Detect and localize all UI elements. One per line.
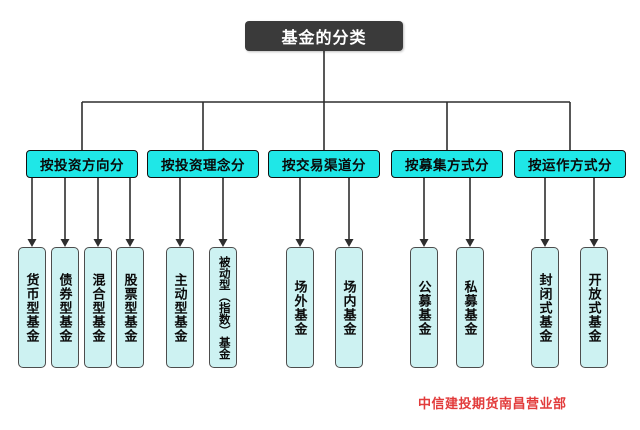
- leaf-label: 主动型基金: [172, 272, 188, 343]
- leaf-label: 混合型基金: [90, 272, 106, 343]
- leaf-node-bond-fund: 债券型基金: [51, 247, 79, 368]
- leaf-label: 被动型（指数）基金: [217, 255, 230, 360]
- leaf-node-exchange-fund: 场内基金: [335, 247, 363, 368]
- leaf-label: 场外基金: [292, 279, 308, 336]
- leaf-node-otc-fund: 场外基金: [286, 247, 314, 368]
- category-node-investment-philosophy: 按投资理念分: [147, 150, 259, 178]
- leaf-label: 私募基金: [462, 279, 478, 336]
- leaf-node-active-fund: 主动型基金: [166, 247, 194, 368]
- leaf-node-private-fund: 私募基金: [456, 247, 484, 368]
- leaf-label: 封闭式基金: [537, 272, 553, 343]
- root-node: 基金的分类: [245, 21, 403, 51]
- leaf-label: 开放式基金: [586, 272, 602, 343]
- leaf-node-passive-index-fund: 被动型（指数）基金: [209, 247, 237, 368]
- category-node-trading-channel: 按交易渠道分: [268, 150, 380, 178]
- leaf-node-public-fund: 公募基金: [410, 247, 438, 368]
- leaf-label: 公募基金: [416, 279, 432, 336]
- category-node-fundraising-method: 按募集方式分: [391, 150, 503, 178]
- leaf-label: 货币型基金: [24, 272, 40, 343]
- footer-watermark: 中信建投期货南昌营业部: [418, 396, 567, 411]
- leaf-node-closed-end-fund: 封闭式基金: [531, 247, 559, 368]
- leaf-node-stock-fund: 股票型基金: [116, 247, 144, 368]
- leaf-node-money-fund: 货币型基金: [18, 247, 46, 368]
- category-node-investment-direction: 按投资方向分: [26, 150, 138, 178]
- leaf-label: 场内基金: [341, 279, 357, 336]
- leaf-node-open-end-fund: 开放式基金: [580, 247, 608, 368]
- leaf-label: 股票型基金: [122, 272, 138, 343]
- category-node-operation-method: 按运作方式分: [514, 150, 626, 178]
- leaf-node-hybrid-fund: 混合型基金: [84, 247, 112, 368]
- leaf-label: 债券型基金: [57, 272, 73, 343]
